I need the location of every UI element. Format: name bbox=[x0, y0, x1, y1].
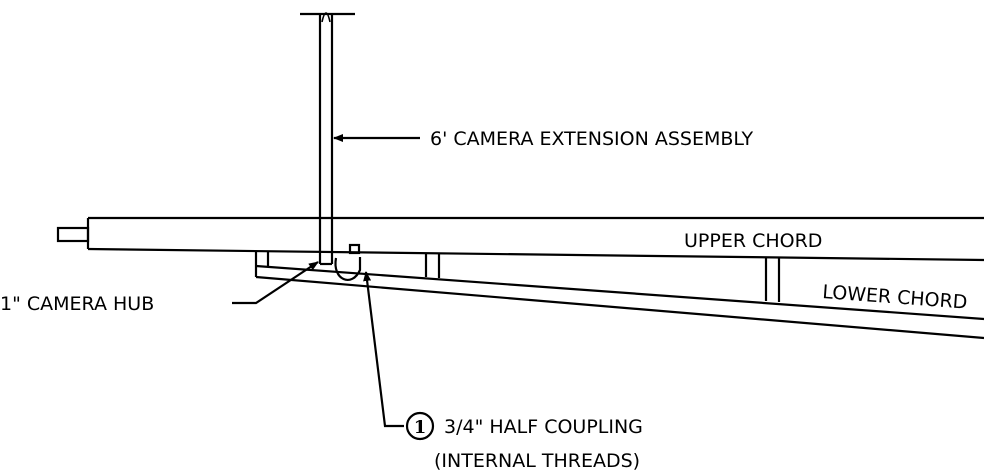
upper-chord-label: UPPER CHORD bbox=[684, 230, 822, 252]
camera-hub-label: 1" CAMERA HUB bbox=[0, 293, 154, 315]
chord-end-stub bbox=[56, 226, 90, 243]
camera-hub-leader bbox=[232, 261, 319, 305]
break-symbol bbox=[321, 12, 331, 23]
half-coupling bbox=[348, 243, 361, 255]
internal-threads-label: (INTERNAL THREADS) bbox=[434, 450, 640, 472]
lower-chord-member bbox=[254, 252, 984, 340]
half-coupling-leader bbox=[363, 271, 404, 428]
camera-extension-tube bbox=[300, 12, 355, 266]
callout-number: 1 bbox=[414, 417, 427, 438]
extension-label: 6' CAMERA EXTENSION ASSEMBLY bbox=[430, 128, 753, 150]
upper-chord-member bbox=[56, 216, 984, 262]
web-members bbox=[266, 252, 781, 302]
camera-hub-bend bbox=[334, 257, 362, 281]
callout-circle bbox=[405, 411, 435, 441]
half-coupling-label: 3/4" HALF COUPLING bbox=[444, 416, 643, 438]
